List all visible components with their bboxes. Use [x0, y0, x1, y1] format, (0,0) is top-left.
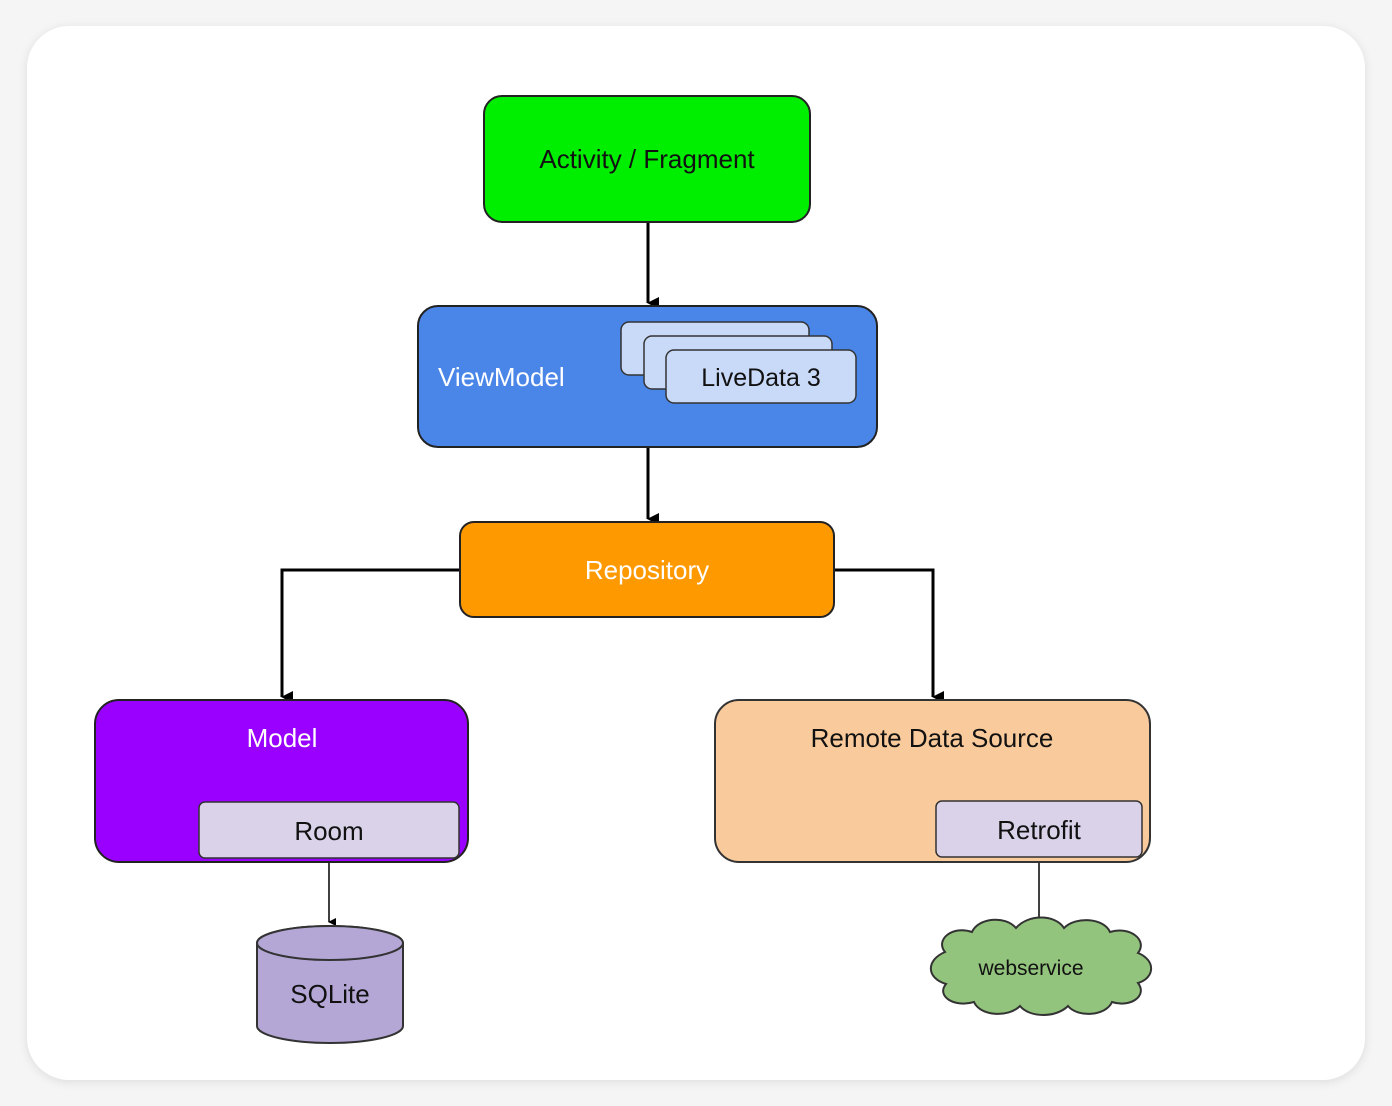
remote-data-source-label: Remote Data Source — [811, 723, 1054, 753]
room-box — [198, 801, 460, 859]
webservice-cloud: webservice — [929, 916, 1153, 1016]
webservice-label: webservice — [977, 957, 1083, 980]
viewmodel-node: ViewModel LiveData 3 — [417, 305, 878, 448]
repository-label: Repository — [585, 555, 709, 585]
model-node: Model Room — [94, 699, 469, 863]
activity-fragment-label: Activity / Fragment — [539, 144, 755, 174]
sqlite-label: SQLite — [290, 979, 370, 1009]
cloud-icon — [929, 916, 1153, 1016]
livedata-card-front — [665, 349, 857, 404]
model-label: Model — [247, 723, 318, 753]
room-label: Room — [294, 816, 363, 846]
connectors — [280, 222, 1046, 931]
activity-fragment-node: Activity / Fragment — [483, 95, 811, 223]
livedata-label: LiveData 3 — [701, 364, 821, 392]
database-top — [256, 925, 404, 961]
activity-fragment-box — [483, 95, 811, 223]
arrow-repository-to-remote — [834, 568, 944, 703]
arrow-repository-to-model — [280, 568, 460, 703]
remote-data-source-node: Remote Data Source Retrofit — [714, 699, 1151, 863]
repository-node: Repository — [459, 521, 835, 618]
retrofit-label: Retrofit — [997, 815, 1082, 845]
retrofit-box — [935, 800, 1143, 858]
viewmodel-label: ViewModel — [438, 362, 565, 392]
repository-box — [459, 521, 835, 618]
sqlite-database: SQLite — [256, 925, 404, 1044]
